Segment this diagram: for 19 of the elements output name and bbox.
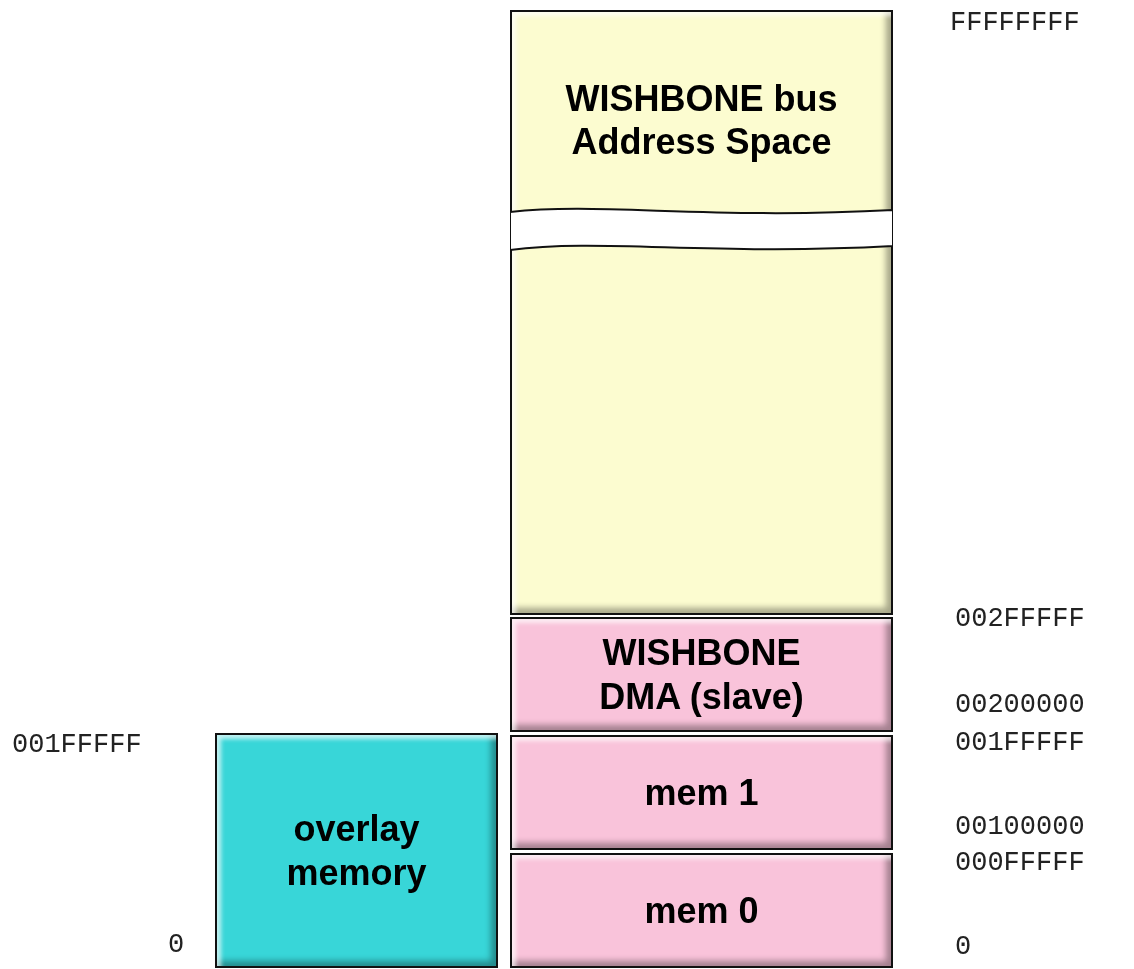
- address-label: 001FFFFF: [12, 730, 142, 760]
- region-label: mem 1: [644, 770, 759, 815]
- address-label: 000FFFFF: [955, 848, 1085, 878]
- address-label: 00100000: [955, 812, 1085, 842]
- region-label: overlay memory: [285, 807, 428, 894]
- address-label: 00200000: [955, 690, 1085, 720]
- memory-region-block: [510, 853, 893, 968]
- address-label: 002FFFFF: [955, 604, 1085, 634]
- memory-region-block: [510, 735, 893, 850]
- region-label: WISHBONE bus Address Space: [564, 77, 839, 164]
- region-label: WISHBONE DMA (slave): [598, 631, 805, 718]
- address-label: 0: [955, 932, 972, 962]
- address-label: FFFFFFFF: [950, 8, 1080, 38]
- memory-region-block: [510, 617, 893, 732]
- memory-region-block: [215, 733, 498, 968]
- address-label: 0: [168, 930, 185, 960]
- address-space-block: [510, 10, 893, 615]
- address-label: 001FFFFF: [955, 728, 1085, 758]
- region-label: mem 0: [644, 888, 759, 933]
